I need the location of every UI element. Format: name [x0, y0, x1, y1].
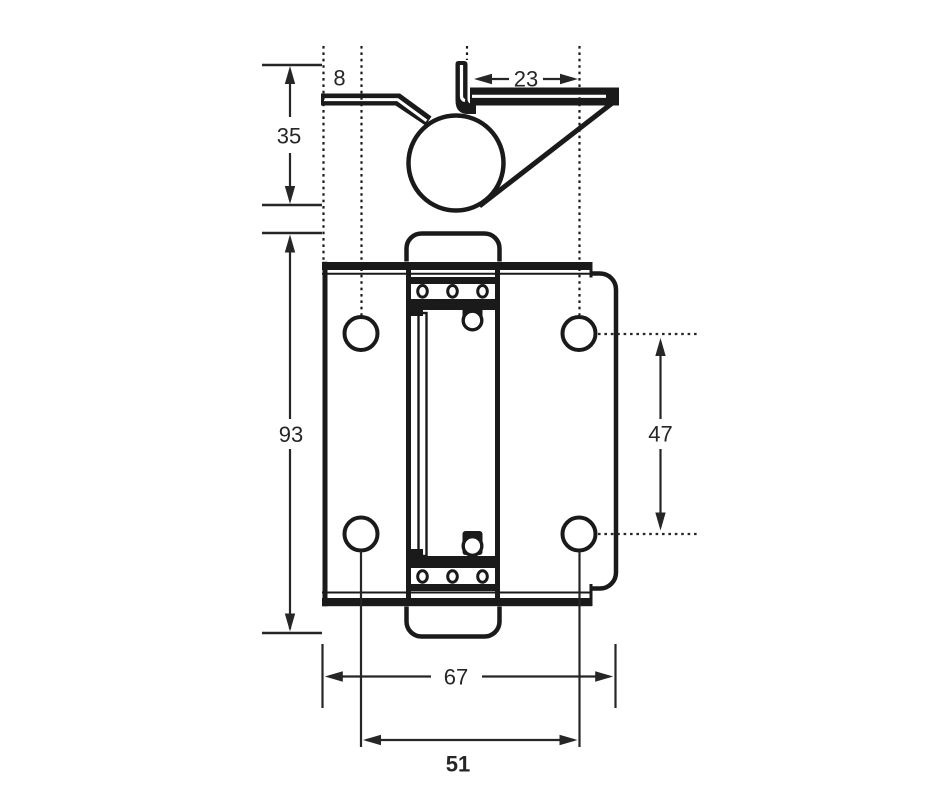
dimension-tab-length: 23: [474, 67, 578, 92]
dim-35-arrow-down: [284, 186, 296, 204]
dim-label-35: 35: [277, 124, 301, 149]
left-leaf-strip-inner: [324, 98, 428, 123]
dimension-ticks: [262, 63, 322, 635]
bottom-strip-hole-2: [446, 569, 459, 584]
top-strip-lower-bar: [406, 299, 498, 310]
dimensions: 35 93 8 23 47: [262, 63, 699, 777]
side-profile-view: [321, 61, 619, 213]
screw-hole-bottom-left: [342, 515, 380, 553]
bottom-strip-lower-bar: [406, 584, 498, 591]
spring-coil: [406, 113, 506, 213]
bottom-strip-step: [406, 549, 423, 557]
dim-51-arrow-right: [559, 734, 578, 746]
dim-93-arrow-up: [284, 234, 296, 253]
dim-67-arrow-left: [324, 671, 343, 682]
spring-blade: [417, 311, 428, 558]
dimension-overall-width: 67: [321, 644, 617, 708]
front-view: [322, 231, 619, 639]
dim-67-arrow-right: [595, 671, 614, 682]
bottom-tension-pin: [461, 535, 484, 558]
dimension-profile-height: 35: [277, 66, 301, 204]
top-strip-hole-2: [446, 284, 459, 299]
bottom-adjuster-strip: [406, 531, 498, 591]
dim-label-8: 8: [333, 66, 345, 91]
dim-23-arrow-right: [560, 73, 578, 85]
front-plate-body: [322, 261, 591, 607]
top-tension-pin: [461, 309, 484, 332]
dim-23-arrow-left: [474, 73, 492, 85]
dim-51-arrow-left: [363, 734, 381, 746]
bottom-strip-hole-1: [416, 569, 429, 584]
dimension-hole-spacing-vertical: 47: [598, 332, 699, 536]
dimension-hole-spacing-horizontal: 51: [359, 551, 581, 777]
dim-47-arrow-up: [655, 338, 666, 356]
top-adjuster-strip: [406, 277, 498, 332]
top-strip-step: [406, 308, 423, 316]
left-leaf-strip: [321, 93, 432, 126]
top-strip-upper-bar: [406, 277, 498, 284]
dim-47-arrow-down: [655, 512, 666, 531]
top-strip-hole-1: [416, 284, 429, 299]
dim-label-47: 47: [648, 422, 672, 447]
bottom-flange-bar: [322, 598, 592, 607]
dim-label-23: 23: [514, 67, 538, 92]
projection-centerlines: [322, 46, 581, 261]
screw-hole-bottom-right: [560, 515, 598, 553]
dim-label-51: 51: [446, 752, 470, 777]
top-strip-hole-3: [476, 284, 489, 299]
dimension-overall-height: 93: [279, 234, 303, 632]
dim-label-93: 93: [279, 422, 303, 447]
dim-label-67: 67: [444, 665, 468, 690]
centerlines-on-plate: [360, 262, 581, 318]
hook-tab-inner: [459, 65, 466, 103]
folded-edge-diagonal: [477, 100, 615, 208]
bottom-strip-upper-bar: [406, 556, 498, 568]
bottom-strip-hole-3: [476, 569, 489, 584]
dim-93-arrow-down: [284, 613, 296, 632]
top-flange-bar: [322, 262, 592, 270]
dim-35-arrow-up: [284, 66, 296, 84]
screw-hole-top-right: [560, 315, 598, 352]
screw-hole-top-left: [342, 315, 380, 352]
